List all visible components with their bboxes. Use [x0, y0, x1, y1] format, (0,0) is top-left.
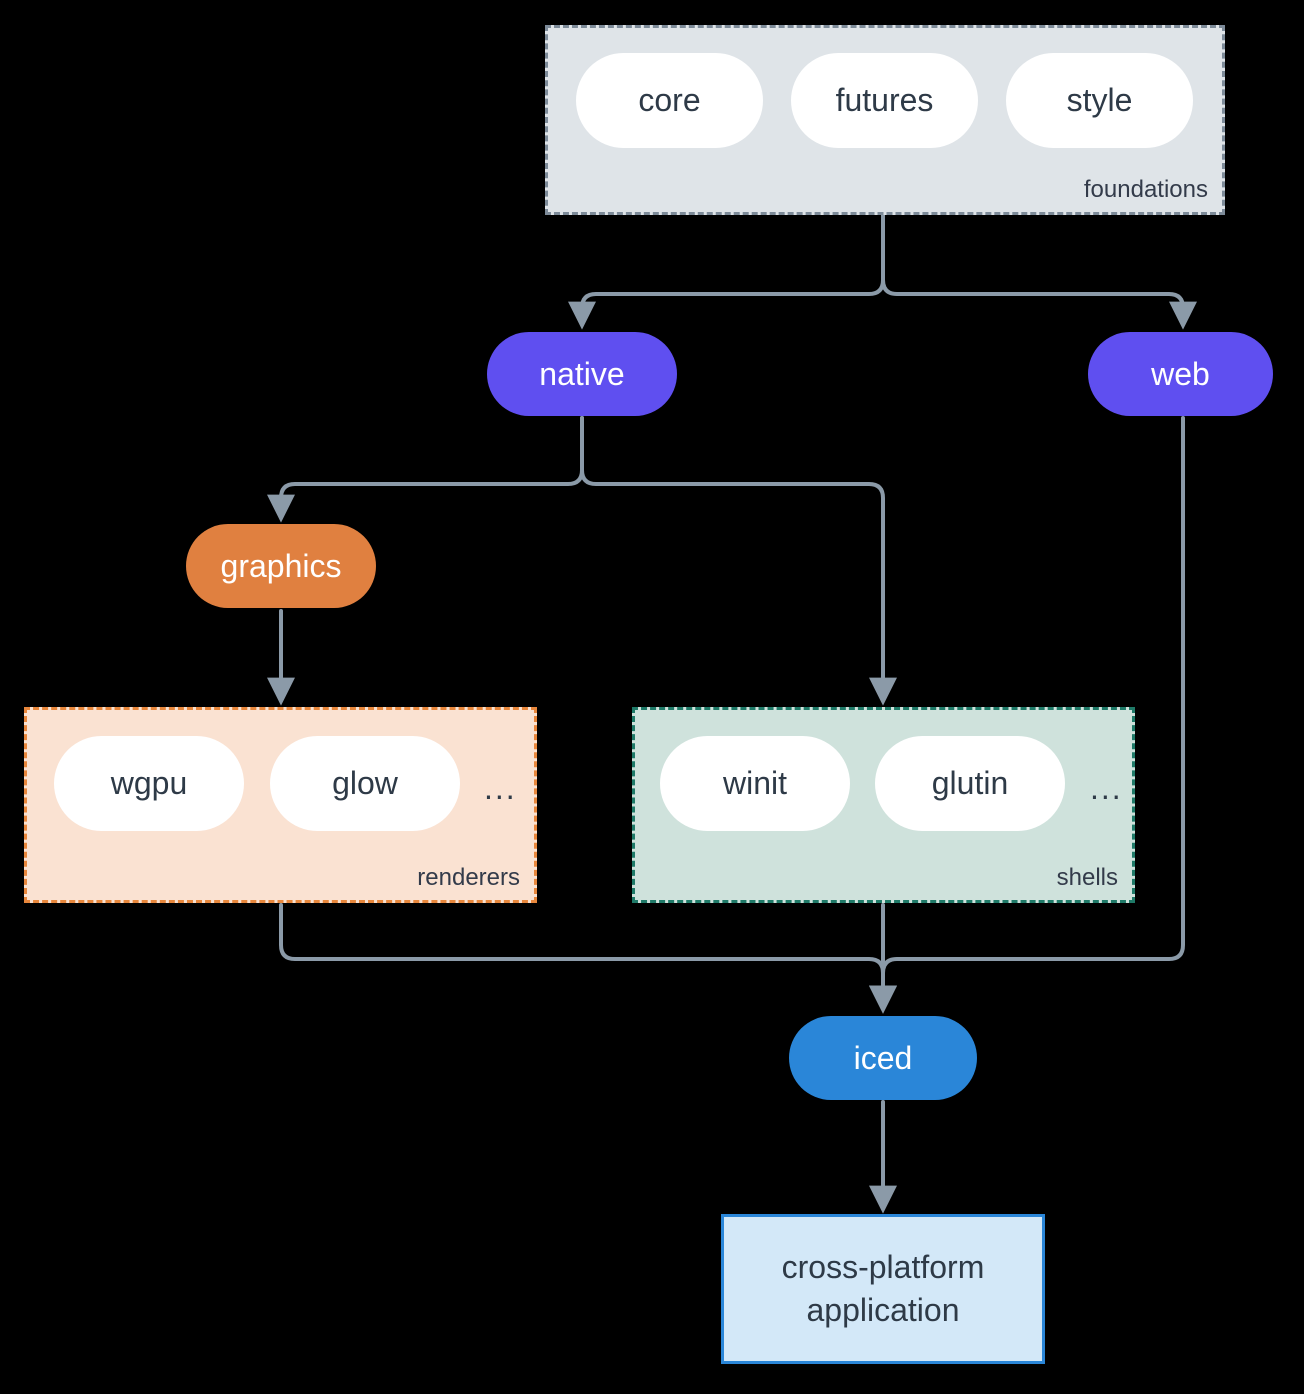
node-iced[interactable]: iced — [789, 1016, 977, 1100]
group-renderers: wgpu glow ... renderers — [24, 707, 537, 903]
chip-glutin[interactable]: glutin — [875, 736, 1065, 831]
node-web[interactable]: web — [1088, 332, 1273, 416]
group-foundations: core futures style foundations — [545, 25, 1225, 215]
chip-glutin-label: glutin — [931, 765, 1009, 801]
chip-futures-label: futures — [835, 82, 934, 118]
chip-glow[interactable]: glow — [270, 736, 460, 831]
chip-core-label: core — [638, 82, 701, 118]
group-renderers-label: renderers — [417, 864, 520, 891]
group-foundations-label: foundations — [1083, 176, 1208, 203]
edge-native-graphics — [267, 416, 584, 523]
edge-renderers-iced — [279, 903, 897, 1014]
chip-style-label: style — [1066, 82, 1133, 118]
node-application-text: cross-platform application — [782, 1246, 985, 1332]
node-graphics-label: graphics — [220, 547, 342, 584]
renderers-ellipsis: ... — [484, 770, 517, 806]
group-shells: winit glutin ... shells — [632, 707, 1135, 903]
node-application-line1: cross-platform — [781, 1248, 985, 1285]
shells-ellipsis: ... — [1090, 770, 1123, 806]
node-application-line2: application — [806, 1292, 960, 1328]
chip-winit[interactable]: winit — [660, 736, 850, 831]
chip-wgpu-label: wgpu — [110, 765, 188, 801]
edge-native-shells — [580, 416, 897, 706]
chip-winit-label: winit — [722, 765, 787, 801]
node-native-label: native — [539, 355, 625, 392]
node-graphics[interactable]: graphics — [186, 524, 376, 608]
node-web-label: web — [1151, 355, 1210, 392]
chip-style[interactable]: style — [1006, 53, 1193, 148]
chip-glow-label: glow — [332, 765, 398, 801]
edge-foundations-web — [881, 213, 1197, 330]
node-iced-label: iced — [853, 1039, 913, 1076]
node-native[interactable]: native — [487, 332, 677, 416]
chip-futures[interactable]: futures — [791, 53, 978, 148]
edge-foundations-native — [568, 213, 885, 330]
node-application[interactable]: cross-platform application — [721, 1214, 1045, 1364]
chip-wgpu[interactable]: wgpu — [54, 736, 244, 831]
group-shells-label: shells — [1056, 864, 1118, 891]
chip-core[interactable]: core — [576, 53, 763, 148]
